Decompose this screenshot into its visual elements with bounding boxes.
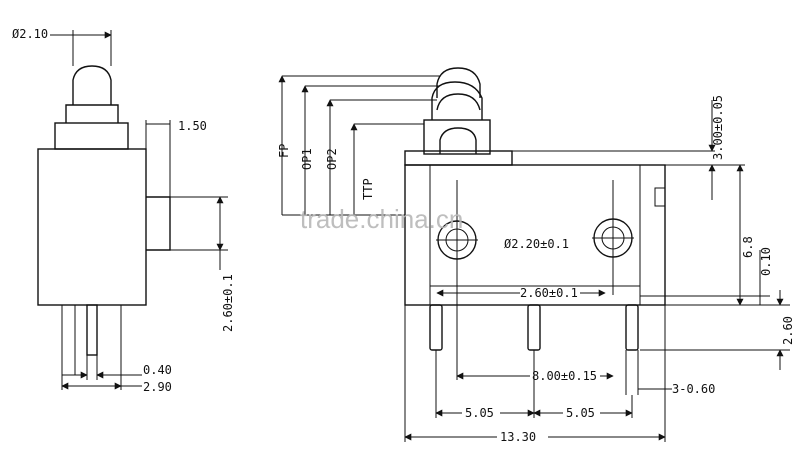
label-side-height: 2.60±0.1 [221, 274, 235, 332]
terminal-3 [625, 304, 639, 351]
label-top-dim: 3.00±0.05 [711, 95, 725, 160]
side-tab [146, 196, 171, 251]
label-overall-length: 13.30 [500, 430, 536, 444]
label-right-dim: 6.8 [741, 236, 755, 258]
label-ttp: TTP [361, 178, 375, 200]
front-view: Ø2.20±0.1 2.60±0.1 FP OP1 OP2 TTP 3.00±0… [277, 67, 795, 444]
front-plunger-fp [436, 67, 481, 98]
front-plunger-collar [423, 119, 491, 155]
side-terminal [86, 304, 98, 356]
label-right-pin: 2.60 [781, 316, 795, 345]
label-pitch-total: 8.00±0.15 [532, 369, 597, 383]
label-plunger-dia: Ø2.10 [12, 27, 48, 41]
label-hole-dia: Ø2.20±0.1 [504, 237, 569, 251]
side-plunger-collar [65, 104, 119, 123]
mounting-hole-right [592, 180, 634, 295]
label-right-small: 0.10 [759, 247, 773, 276]
terminal-1 [429, 304, 443, 351]
label-op2: OP2 [325, 148, 339, 170]
label-op1: OP1 [300, 148, 314, 170]
label-pitch-right: 5.05 [566, 406, 595, 420]
side-view: Ø2.10 1.50 2.60±0.1 0.40 2.90 [12, 27, 235, 394]
side-plunger [72, 65, 112, 105]
front-top-plate [404, 150, 513, 166]
front-body [404, 164, 666, 306]
label-terminal-width: 2.90 [143, 380, 172, 394]
label-hole-offset: 2.60±0.1 [520, 286, 578, 300]
label-terminal-thickness: 0.40 [143, 363, 172, 377]
mounting-hole-left [436, 180, 478, 295]
label-side-offset: 1.50 [178, 119, 207, 133]
label-fp: FP [277, 144, 291, 158]
side-body [37, 148, 147, 306]
label-pin-dia: 3-0.60 [672, 382, 715, 396]
side-boss [54, 122, 129, 150]
watermark: trade.china.cn [300, 204, 463, 234]
label-pitch-left: 5.05 [465, 406, 494, 420]
terminal-2 [527, 304, 541, 351]
front-plunger-op [431, 81, 483, 120]
